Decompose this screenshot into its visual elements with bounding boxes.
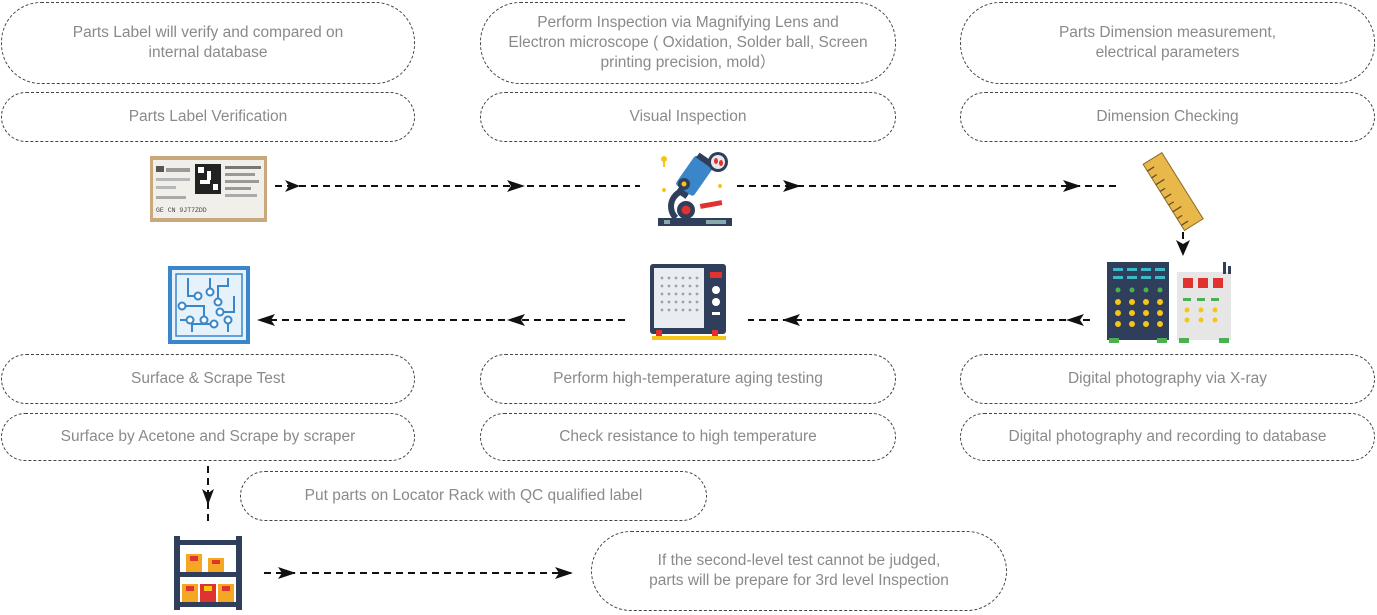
step-description: Surface by Acetone and Scrape by scraper [60, 428, 356, 445]
arrowhead [278, 567, 296, 579]
aging-oven-icon [650, 264, 726, 340]
arrowhead [1066, 314, 1084, 326]
step-title: Surface & Scrape Test [131, 370, 285, 387]
ruler-icon [1142, 151, 1204, 232]
surface-scrape-description: Surface by Acetone and Scrape by scraper [1, 413, 415, 461]
arrowhead [507, 314, 525, 326]
arrowhead [507, 180, 525, 192]
locator-rack-description: Put parts on Locator Rack with QC qualif… [240, 471, 707, 521]
arrowhead [555, 567, 573, 579]
step-title: Digital photography via X-ray [1067, 370, 1268, 387]
label-verification-description: Parts Label will verify and compared on … [1, 2, 415, 84]
visual-inspection-title: Visual Inspection [480, 92, 896, 142]
arrowhead [285, 180, 300, 192]
arrowhead [257, 314, 275, 326]
dimension-checking-title: Dimension Checking [960, 92, 1375, 142]
aging-test-description: Check resistance to high temperature [480, 413, 896, 461]
arrowhead [202, 489, 214, 505]
description-line: If the second-level test cannot be judge… [657, 552, 941, 569]
circuit-board-icon [168, 266, 250, 344]
parts-label-icon: GE CN 9JT7ZDD [150, 156, 267, 222]
step-title: Dimension Checking [1096, 108, 1239, 125]
step-title: Perform high-temperature aging testing [553, 370, 823, 387]
arrowhead [1063, 180, 1081, 192]
step-title: Parts Label Verification [128, 108, 288, 125]
step-description: Put parts on Locator Rack with QC qualif… [304, 487, 643, 504]
arrowhead [1176, 240, 1190, 256]
microscope-icon [658, 152, 732, 226]
description-line: internal database [148, 44, 268, 61]
xray-description: Digital photography and recording to dat… [960, 413, 1375, 461]
step-description: Check resistance to high temperature [559, 428, 817, 445]
arrowhead [783, 180, 801, 192]
dimension-checking-description: Parts Dimension measurement, electrical … [960, 2, 1375, 84]
description-line: electrical parameters [1095, 44, 1240, 61]
locator-rack-icon [174, 536, 242, 610]
description-line: Parts Label will verify and compared on [72, 24, 344, 41]
description-line: parts will be prepare for 3rd level Insp… [649, 572, 949, 589]
arrowhead [782, 314, 800, 326]
aging-test-title: Perform high-temperature aging testing [480, 354, 896, 404]
visual-inspection-description: Perform Inspection via Magnifying Lens a… [480, 2, 896, 84]
description-line: printing precision, mold） [600, 54, 776, 71]
surface-scrape-title: Surface & Scrape Test [1, 354, 415, 404]
step-title: Visual Inspection [629, 108, 747, 125]
label-verification-title: Parts Label Verification [1, 92, 415, 142]
xray-machine-icon [1107, 262, 1231, 343]
label-sticker-code: GE CN 9JT7ZDD [156, 207, 207, 214]
third-level-description: If the second-level test cannot be judge… [591, 531, 1007, 611]
xray-title: Digital photography via X-ray [960, 354, 1375, 404]
description-line: Perform Inspection via Magnifying Lens a… [537, 14, 839, 31]
description-line: Parts Dimension measurement, [1058, 24, 1277, 41]
description-line: Electron microscope ( Oxidation, Solder … [508, 34, 868, 51]
step-description: Digital photography and recording to dat… [1008, 428, 1327, 445]
